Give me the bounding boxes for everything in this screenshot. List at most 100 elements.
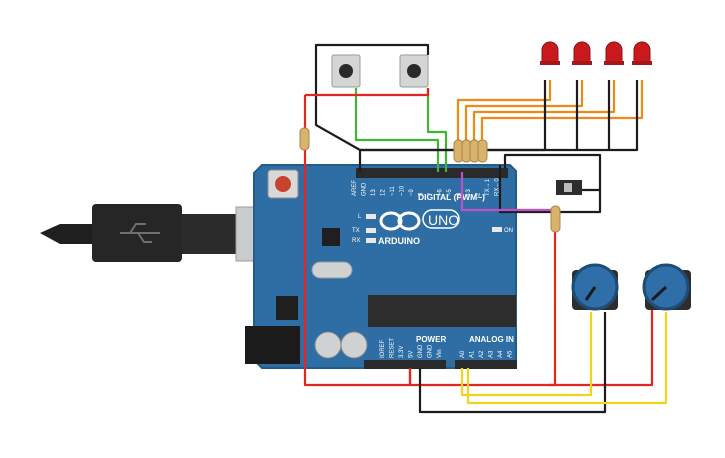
led-base — [604, 61, 624, 65]
power-pin-label: GND — [418, 344, 424, 358]
led-base — [632, 61, 652, 65]
reset-button-cap[interactable] — [275, 176, 291, 192]
wire-pot2-yellow — [466, 312, 668, 405]
arduino-board: ARDUINO UNO DIGITAL (PWM~) POWER ANALOG … — [245, 164, 517, 369]
analog-pin-label: A3 — [489, 350, 495, 358]
digital-pin-label: RX←0 — [495, 178, 501, 196]
pushbuttons — [331, 54, 429, 88]
usb-plug-neck — [182, 214, 238, 254]
wire-switch-purple — [460, 172, 555, 212]
wire-button-red — [305, 88, 430, 97]
digital-pin-label: ~5 — [447, 188, 453, 196]
digital-pin-label: AREF — [352, 180, 358, 196]
wire-led1-orange — [456, 80, 552, 145]
wire-switch-red — [548, 230, 557, 387]
pushbutton-1-cap[interactable] — [339, 64, 353, 78]
digital-pin-label: 7 — [428, 192, 434, 196]
digital-pin-label: GND — [362, 182, 368, 196]
digital-pin-label: ~9 — [409, 188, 415, 196]
led — [573, 41, 591, 63]
power-pin-label: Vin — [437, 349, 443, 358]
voltage-regulator — [276, 296, 298, 320]
l-label: L — [358, 214, 362, 220]
analog-header — [455, 360, 517, 369]
pot-2-pointer — [650, 285, 668, 302]
digital-pin-label: ~11 — [390, 186, 396, 196]
potentiometers — [571, 263, 691, 311]
wire-pot1-yellow — [460, 312, 593, 397]
digital-pin-label: 8 — [419, 192, 425, 196]
analog-pin-label: A2 — [479, 350, 485, 358]
digital-pin-label: ~10 — [400, 185, 406, 196]
wire-switch-black — [498, 165, 602, 214]
digital-pin-label: 2 — [476, 192, 482, 196]
wire-button-top-black — [314, 43, 430, 55]
wire-led4-gnd — [360, 80, 639, 152]
led-tx-indicator — [366, 228, 376, 233]
resistor-led4 — [477, 139, 488, 163]
power-jack — [245, 326, 300, 364]
power-pin-label: 5V — [409, 351, 415, 358]
led-rx-indicator — [366, 238, 376, 243]
led — [605, 41, 623, 63]
analog-pin-label: A0 — [460, 350, 466, 358]
usb-chip — [322, 228, 340, 246]
wire-button1-green — [354, 88, 440, 172]
resistor-switch — [550, 205, 561, 233]
wire-button2-green — [426, 88, 448, 172]
rx-label: RX — [352, 238, 360, 244]
usb-cable-tail — [40, 224, 95, 244]
led-base — [572, 61, 592, 65]
resistors — [299, 127, 561, 233]
capacitor-2 — [340, 331, 368, 359]
slide-switch-knob[interactable] — [564, 183, 572, 192]
resistor-button — [299, 127, 310, 151]
usb-symbol-icon — [120, 223, 160, 243]
digital-label: DIGITAL (PWM~) — [418, 192, 485, 202]
slide-switch[interactable] — [556, 180, 582, 195]
wire-pot-gnd — [418, 312, 607, 414]
board-model: UNO — [428, 212, 459, 228]
led — [541, 41, 559, 63]
digital-header — [356, 168, 508, 178]
led-l-indicator — [366, 214, 376, 219]
wires — [303, 43, 668, 414]
arduino-logo-icon — [379, 211, 421, 231]
analog-pin-label: A5 — [508, 350, 514, 358]
wire-switch-top — [503, 153, 602, 190]
power-pin-label: GND — [428, 344, 434, 358]
capacitor-1 — [314, 331, 342, 359]
digital-pin-label: 13 — [371, 189, 377, 196]
digital-pin-label: TX→1 — [485, 178, 491, 196]
digital-pin-label: 4 — [457, 192, 463, 196]
power-header — [364, 360, 446, 369]
pushbutton-2-cap[interactable] — [407, 64, 421, 78]
board-model-frame — [422, 209, 460, 229]
analog-pin-label: A4 — [498, 350, 504, 358]
pot-1-pointer — [584, 286, 597, 301]
led-on-indicator — [492, 227, 502, 232]
wire-button-gnd-black — [314, 53, 362, 172]
wire-led4-orange — [480, 80, 644, 145]
power-pin-label: 3.3V — [399, 346, 405, 358]
power-label: POWER — [416, 335, 446, 344]
board-brand: ARDUINO — [378, 236, 420, 246]
atmega-chip — [368, 295, 516, 327]
analog-pin-label: A1 — [470, 350, 476, 358]
tx-label: TX — [352, 228, 360, 234]
digital-pin-label: ~3 — [466, 188, 472, 196]
leds — [540, 41, 652, 65]
crystal — [311, 261, 353, 279]
on-label: ON — [504, 228, 513, 234]
power-pin-label: RESET — [390, 338, 396, 358]
digital-pin-label: 12 — [381, 189, 387, 196]
digital-pin-label: ~6 — [438, 188, 444, 196]
analog-label: ANALOG IN — [469, 335, 514, 344]
wire-led2-orange — [464, 80, 584, 145]
wire-5v-red-right — [408, 310, 654, 387]
